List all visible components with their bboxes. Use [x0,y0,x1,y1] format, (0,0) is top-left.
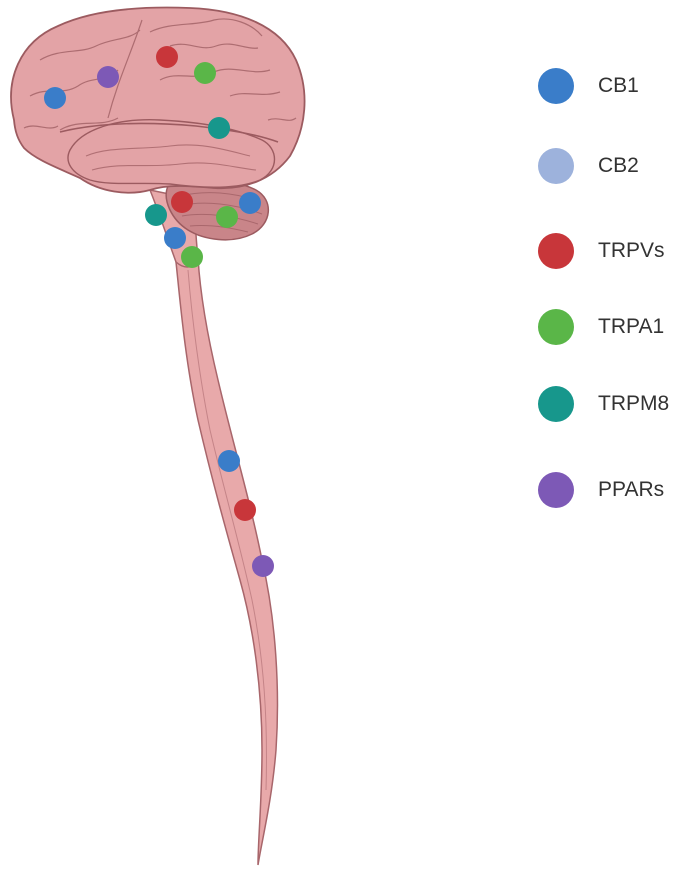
marker-trpvs-spinal-cord [234,499,256,521]
cb2-swatch [538,148,574,184]
lateral-sulcus [59,122,279,143]
spinal-cord [175,257,279,866]
marker-ppars-spinal-cord [252,555,274,577]
legend-label-trpa1: TRPA1 [598,315,665,338]
legend-label-trpm8: TRPM8 [598,392,670,415]
brain-gyri [23,18,297,131]
marker-cb1-spinal-cord [218,450,240,472]
legend-item-trpvs: TRPVs [538,231,688,271]
receptor-markers [44,46,274,577]
legend-label-trpvs: TRPVs [598,239,665,262]
marker-trpvs-cerebellum [171,191,193,213]
legend-label-cb1: CB1 [598,74,639,97]
spinal-cord-midline [187,269,267,791]
legend-label-ppars: PPARs [598,478,665,501]
legend-item-cb1: CB1 [538,66,688,106]
legend-item-ppars: PPARs [538,470,688,510]
marker-trpm8-cortex [208,117,230,139]
legend-label-cb2: CB2 [598,154,639,177]
marker-cb1-brainstem [164,227,186,249]
marker-trpa1-cortex [194,62,216,84]
marker-trpa1-cerebellum [216,206,238,228]
marker-cb1-cerebellum [239,192,261,214]
legend-item-cb2: CB2 [538,146,688,186]
cb1-swatch [538,68,574,104]
marker-trpa1-brainstem [181,246,203,268]
temporal-folds [85,144,257,171]
marker-trpm8-brainstem [145,204,167,226]
marker-ppars-cortex [97,66,119,88]
marker-trpvs-cortex [156,46,178,68]
legend-item-trpa1: TRPA1 [538,307,688,347]
legend-item-trpm8: TRPM8 [538,384,688,424]
trpvs-swatch [538,233,574,269]
ppars-swatch [538,472,574,508]
trpm8-swatch [538,386,574,422]
marker-cb1-cortex [44,87,66,109]
trpa1-swatch [538,309,574,345]
